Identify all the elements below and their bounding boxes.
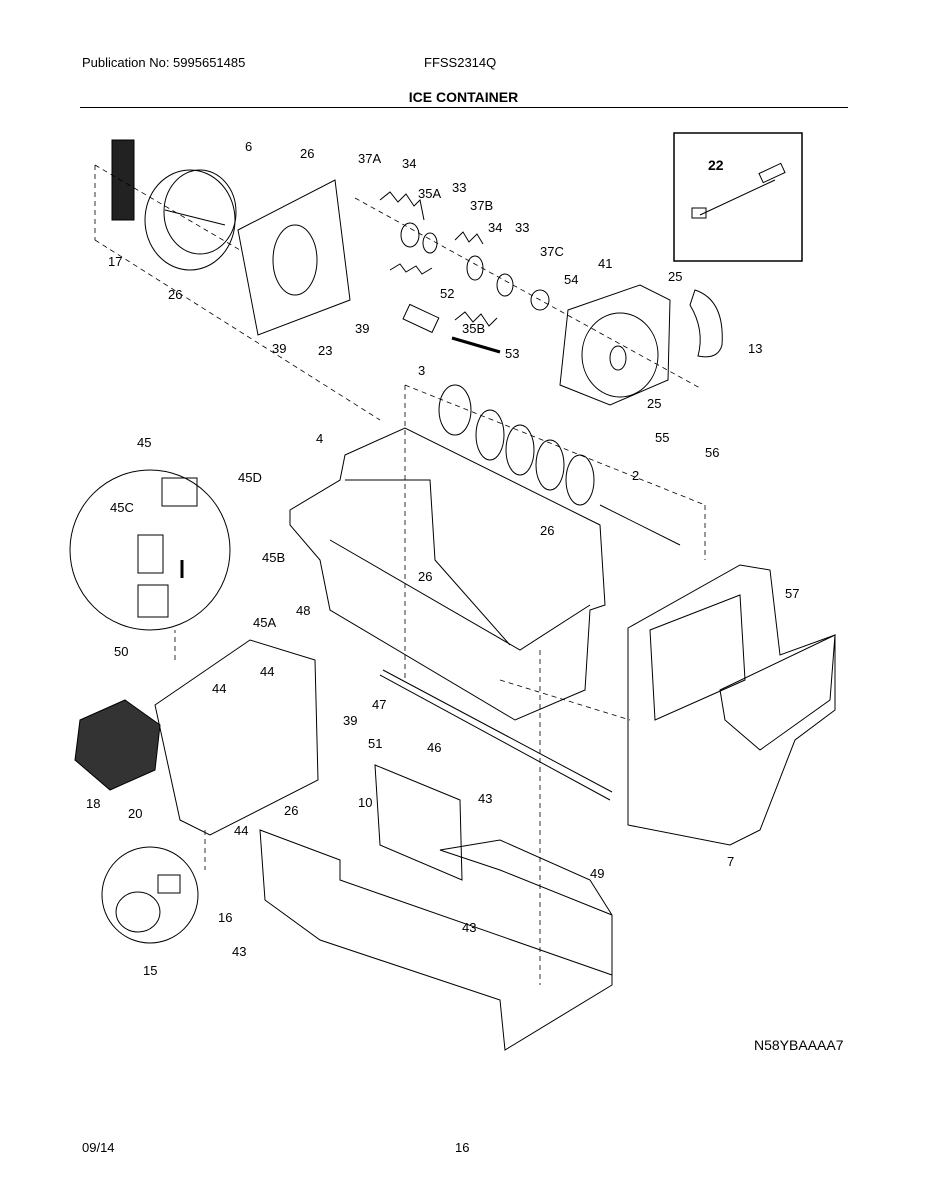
- mounting-plate: [237, 179, 351, 336]
- publication-number: Publication No: 5995651485: [82, 55, 246, 70]
- part-label: 52: [440, 286, 454, 301]
- part-label: 51: [368, 736, 382, 751]
- bottom-tray: [259, 829, 613, 1051]
- part-label: 33: [452, 180, 466, 195]
- part-label: 45A: [253, 615, 276, 630]
- ice-bin: [289, 427, 606, 721]
- motor-housing: [559, 284, 671, 406]
- part-label: 10: [358, 795, 372, 810]
- auger-drum: [144, 169, 236, 271]
- part-label: 44: [212, 681, 226, 696]
- part-label: 26: [300, 146, 314, 161]
- part-label: 26: [540, 523, 554, 538]
- part-label: 20: [128, 806, 142, 821]
- part-labels: 6 26 37A 34 35A 33 37B 34 33 37C 41 25 1…: [86, 139, 799, 978]
- door-cover: [627, 564, 836, 846]
- section-title: ICE CONTAINER: [408, 89, 519, 105]
- part-label: 34: [488, 220, 502, 235]
- part-label: 25: [668, 269, 682, 284]
- part-label: 33: [515, 220, 529, 235]
- diagram-code: N58YBAAAA7: [754, 1037, 844, 1053]
- part-label: 45D: [238, 470, 262, 485]
- part-label: 49: [590, 866, 604, 881]
- gear-assembly: [379, 191, 550, 354]
- part-label: 7: [727, 854, 734, 869]
- drive-motor: [74, 699, 161, 791]
- part-label: 56: [705, 445, 719, 460]
- header-rule: [80, 107, 848, 108]
- part-label: 37A: [358, 151, 381, 166]
- part-label: 15: [143, 963, 157, 978]
- part-label: 34: [402, 156, 416, 171]
- part-label: 45: [137, 435, 151, 450]
- auger-spring: [438, 384, 681, 546]
- part-label: 35A: [418, 186, 441, 201]
- part-label: 26: [284, 803, 298, 818]
- part-label: 4: [316, 431, 323, 446]
- part-label: 13: [748, 341, 762, 356]
- part-label: 37C: [540, 244, 564, 259]
- part-label: 48: [296, 603, 310, 618]
- front-grille: [111, 139, 135, 221]
- page-number: 16: [455, 1140, 470, 1155]
- inset-sensor: [699, 179, 776, 216]
- footer-date: 09/14: [82, 1140, 115, 1155]
- part-label: 39: [355, 321, 369, 336]
- part-label: 57: [785, 586, 799, 601]
- part-label: 23: [318, 343, 332, 358]
- actuator-rod: [379, 674, 611, 801]
- bracket-43: [374, 764, 463, 881]
- part-label: 37B: [470, 198, 493, 213]
- part-label: 45C: [110, 500, 134, 515]
- part-label: 43: [462, 920, 476, 935]
- model-number: FFSS2314Q: [424, 55, 497, 70]
- part-label: 46: [427, 740, 441, 755]
- part-label: 35B: [462, 321, 485, 336]
- part-label: 26: [418, 569, 432, 584]
- solenoid: [161, 477, 198, 507]
- part-label: 53: [505, 346, 519, 361]
- part-label: 25: [647, 396, 661, 411]
- diagram-drawing: [69, 132, 836, 1051]
- part-label: 55: [655, 430, 669, 445]
- part-label: 41: [598, 256, 612, 271]
- part-label: 6: [245, 139, 252, 154]
- inset-box: [673, 132, 803, 262]
- part-label: 44: [260, 664, 274, 679]
- detail-circle-45: [69, 469, 231, 631]
- part-label: 43: [478, 791, 492, 806]
- deflector: [689, 289, 723, 358]
- lamp-bulb: [115, 891, 161, 933]
- housing-box: [154, 639, 319, 836]
- part-label: 39: [343, 713, 357, 728]
- detail-circle-lamp: [101, 846, 199, 944]
- leader-guides: [94, 164, 706, 985]
- part-label: 16: [218, 910, 232, 925]
- part-label: 18: [86, 796, 100, 811]
- part-label: 43: [232, 944, 246, 959]
- part-label: 54: [564, 272, 578, 287]
- part-label: 39: [272, 341, 286, 356]
- part-label: 2: [632, 468, 639, 483]
- inset-part-label: 22: [708, 157, 724, 173]
- part-label: 44: [234, 823, 248, 838]
- part-label: 50: [114, 644, 128, 659]
- part-label: 3: [418, 363, 425, 378]
- part-label: 26: [168, 287, 182, 302]
- part-label: 47: [372, 697, 386, 712]
- part-label: 17: [108, 254, 122, 269]
- part-label: 45B: [262, 550, 285, 565]
